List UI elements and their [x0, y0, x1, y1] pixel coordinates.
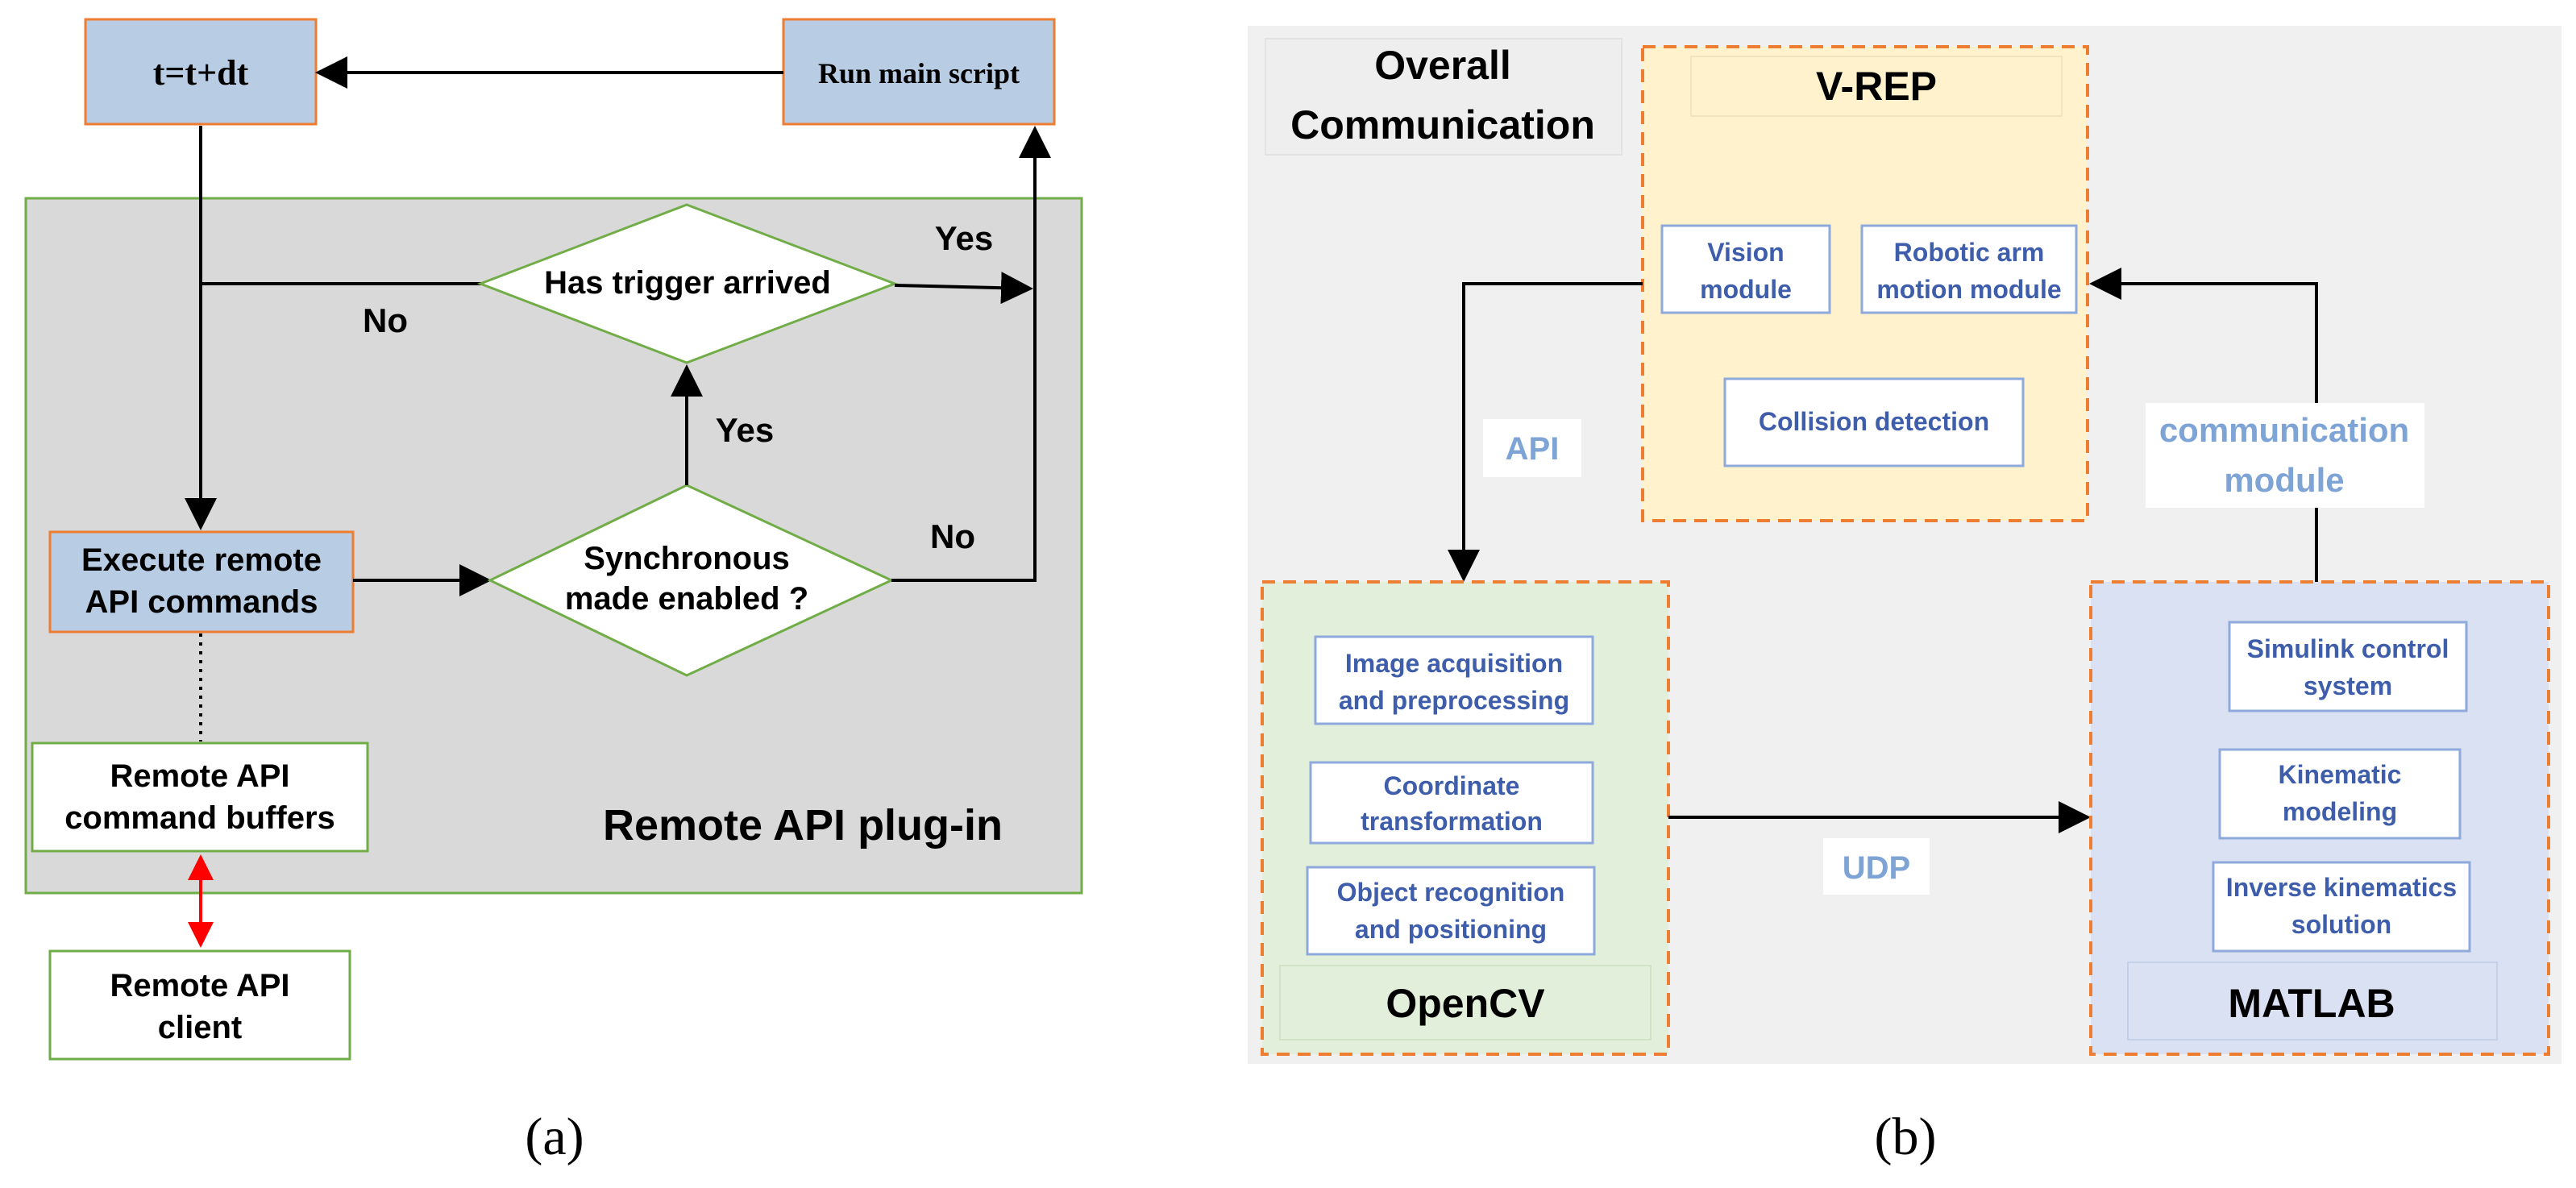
- kinematic-line2: modeling: [2283, 797, 2397, 826]
- matlab-title: MATLAB: [2228, 981, 2395, 1026]
- overall-title-line1: Overall: [1374, 43, 1511, 88]
- sync-yes-label: Yes: [716, 411, 774, 449]
- command-buffers-box: [31, 741, 369, 853]
- image-acq-box: [1314, 635, 1594, 725]
- communication-line2: module: [2224, 461, 2344, 499]
- run-main-script-box: [782, 18, 1056, 126]
- kinematic-line1: Kinematic: [2279, 760, 2402, 789]
- arrow-trigger-yes: [894, 272, 1033, 305]
- collision-detection-label: Collision detection: [1759, 407, 1989, 436]
- trigger-decision-diamond: [476, 203, 899, 364]
- robotic-arm-line1: Robotic arm: [1894, 238, 2045, 267]
- execute-remote-line2: API commands: [85, 584, 318, 620]
- caption-a: (a): [525, 1107, 584, 1166]
- inverse-kin-box: [2212, 861, 2471, 953]
- sync-decision-line1: Synchronous: [584, 541, 790, 576]
- kinematic-box: [2218, 748, 2462, 840]
- vision-module-box: [1660, 224, 1831, 314]
- t-update-box: [84, 18, 318, 126]
- arrow-api: [1448, 282, 1643, 582]
- caption-b: (b): [1875, 1107, 1937, 1166]
- command-buffers-line1: Remote API: [110, 758, 289, 794]
- api-client-line2: client: [158, 1010, 242, 1045]
- command-buffers-line2: command buffers: [64, 800, 335, 836]
- coord-transform-line1: Coordinate: [1384, 771, 1520, 800]
- opencv-title: OpenCV: [1386, 981, 1545, 1026]
- sync-decision-diamond: [487, 484, 895, 677]
- api-client-line1: Remote API: [110, 968, 289, 1003]
- overall-title-line2: Communication: [1290, 102, 1595, 147]
- vrep-title: V-REP: [1816, 64, 1937, 109]
- vision-module-line2: module: [1700, 275, 1792, 304]
- udp-label: UDP: [1843, 850, 1910, 886]
- run-main-script-label: Run main script: [818, 57, 1020, 89]
- coord-transform-box: [1309, 761, 1594, 845]
- api-label-box: [1483, 419, 1581, 477]
- robotic-arm-line2: motion module: [1876, 275, 2061, 304]
- communication-line1: communication: [2159, 411, 2409, 449]
- simulink-box: [2228, 621, 2468, 712]
- vision-module-line1: Vision: [1707, 238, 1784, 267]
- matlab-title-box: [2127, 962, 2498, 1041]
- simulink-line1: Simulink control: [2247, 634, 2449, 663]
- inverse-kin-line2: solution: [2291, 910, 2391, 939]
- api-label: API: [1506, 431, 1560, 467]
- object-recog-box: [1306, 866, 1596, 956]
- plugin-label: Remote API plug-in: [603, 801, 1003, 849]
- simulink-line2: system: [2304, 671, 2392, 700]
- object-recog-line2: and positioning: [1355, 915, 1547, 944]
- api-client-box: [48, 949, 351, 1061]
- trigger-yes-label: Yes: [935, 219, 993, 257]
- trigger-decision-label: Has trigger arrived: [544, 265, 831, 301]
- overall-title-box: [1265, 38, 1622, 156]
- communication-label-box: [2146, 403, 2424, 508]
- collision-detection-box: [1723, 377, 2025, 467]
- image-acq-line1: Image acquisition: [1345, 649, 1563, 678]
- t-update-label: t=t+dt: [153, 53, 249, 93]
- coord-transform-line2: transformation: [1361, 807, 1543, 836]
- inverse-kin-line1: Inverse kinematics: [2226, 873, 2457, 902]
- sync-no-label: No: [930, 517, 975, 555]
- opencv-title-box: [1279, 965, 1652, 1041]
- execute-remote-line1: Execute remote: [81, 542, 322, 578]
- udp-label-box: [1823, 838, 1930, 895]
- robotic-arm-box: [1860, 224, 2078, 314]
- vrep-title-box: [1690, 56, 2063, 117]
- object-recog-line1: Object recognition: [1337, 878, 1565, 907]
- sync-decision-line2: made enabled ?: [565, 581, 808, 617]
- image-acq-line2: and preprocessing: [1339, 686, 1569, 715]
- panel-a: t=t+dt Run main script Has trigger arriv…: [24, 18, 1083, 1166]
- panel-b: Overall Communication V-REP Vision modul…: [1248, 26, 2561, 1166]
- trigger-no-label: No: [363, 301, 408, 339]
- execute-remote-box: [48, 530, 355, 633]
